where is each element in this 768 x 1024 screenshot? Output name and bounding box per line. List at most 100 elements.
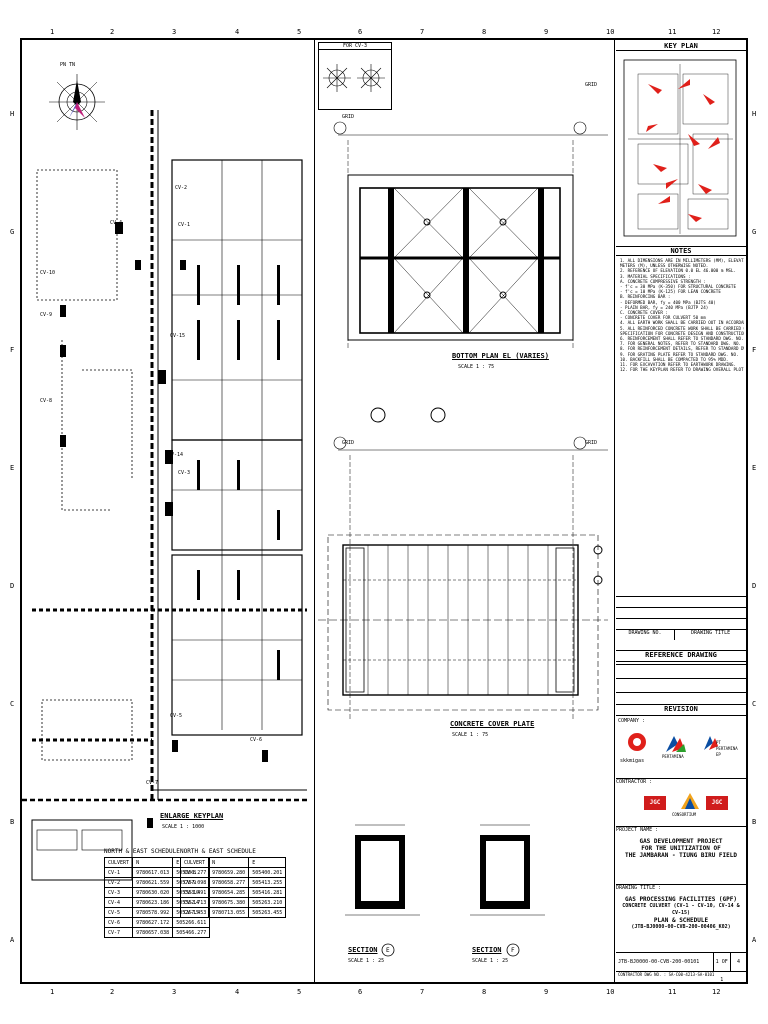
revision-table [616, 664, 746, 704]
grid-row-D: D [752, 582, 757, 590]
grid-label-1: GRID [342, 114, 355, 120]
grid-row-F: F [752, 346, 757, 354]
schedule-cell: 9780623.186 [132, 897, 174, 908]
grid-row-F: F [10, 346, 15, 354]
sheet-number: 1 OF 1 [714, 953, 731, 983]
note-item: - PLAIN BAR, fy = 240 MPa (BJTP 24) [620, 304, 709, 310]
inset-compass-icon [323, 64, 385, 92]
note-item: 8. FOR REINFORCEMENT DETAILS, REFER TO S… [620, 346, 744, 352]
inset-title: FOR CV-3 [319, 43, 391, 50]
culvert-label-cv-8: CV-8 [40, 398, 53, 404]
schedule-cell: CV-10 [179, 887, 210, 898]
pertamina-logo-icon [666, 736, 686, 752]
right-panel-divider [614, 40, 615, 982]
grid-column-9: 9 [544, 988, 549, 996]
culvert-label-cv-3: CV-3 [178, 470, 191, 476]
grid-column-11: 11 [668, 28, 677, 36]
section-f-scale: SCALE 1 : 25 [472, 958, 509, 964]
grid-row-E: E [752, 464, 757, 472]
note-item: 11. FOR EXCAVATION REFER TO EARTHWORK DR… [620, 362, 736, 368]
culvert-label-cv-2: CV-2 [175, 185, 188, 191]
grid-label-2: GRID [585, 82, 598, 88]
grid-column-12: 12 [712, 28, 721, 36]
schedule-cell: CV-9 [179, 877, 210, 888]
pertamina-ep-logo-icon [704, 736, 718, 750]
reference-title: REFERENCE DRAWING [616, 650, 746, 662]
company-label: COMPANY : [618, 718, 646, 724]
grid-row-A: A [10, 936, 15, 944]
section-e-scale: SCALE 1 : 25 [348, 958, 385, 964]
keyplan-title: KEY PLAN [616, 42, 746, 51]
culvert-label-cv-10: CV-10 [40, 270, 56, 276]
note-item: 5. ALL REINFORCED CONCRETE WORK SHALL BE… [620, 325, 744, 331]
schedule-cell: 505263.455 [248, 907, 287, 918]
schedule-cell: 505266.611 [172, 917, 211, 928]
schedule-cell: CV-8 [179, 867, 210, 878]
note-item: 10. BACKFILL SHALL BE COMPACTED TO 95% M… [620, 356, 729, 362]
contractor-label: CONTRACTOR : [616, 778, 746, 788]
schedule-cell: 505413.255 [248, 877, 287, 888]
culvert-label-cv-9: CV-9 [40, 312, 53, 318]
bottom-plan-scale: SCALE 1 : 75 [458, 364, 495, 370]
grid-label-4: GRID [585, 440, 598, 446]
skkmigas-logo-icon [628, 733, 646, 751]
contractor-logos: JGC CONSORTIUM JGC [620, 790, 744, 824]
grid-column-4: 4 [235, 988, 240, 996]
schedule-cell: CV-14 [179, 897, 210, 908]
project-label: PROJECT NAME : [616, 826, 746, 836]
schedule-cell: 9780627.172 [132, 917, 174, 928]
grid-column-7: 7 [420, 28, 425, 36]
bottom-plan-title: BOTTOM PLAN EL (VARIES) [452, 352, 549, 360]
schedule-cell: 9780654.285 [208, 887, 250, 898]
center-plan-drawing [318, 121, 608, 720]
schedule-header: CULVERT [179, 857, 210, 868]
schedule-cell: 505466.277 [172, 927, 211, 938]
grid-row-C: C [10, 700, 15, 708]
note-item: 2. REFERENCE OF ELEVATION 0.0 EL 46.000 … [620, 268, 736, 274]
culvert-label-cv-6: CV-6 [250, 737, 263, 743]
note-item: - CONCRETE COVER FOR CULVERT 50 mm [620, 315, 706, 321]
enlarge-keyplan-scale: SCALE 1 : 1000 [162, 824, 205, 830]
schedule-cell: 9780658.277 [208, 877, 250, 888]
north-arrow-icon [49, 74, 105, 130]
grid-row-G: G [10, 228, 15, 236]
grid-column-1: 1 [50, 28, 55, 36]
section-e-title: SECTION [348, 946, 378, 954]
schedule-cell: 9780675.380 [208, 897, 250, 908]
culvert-label-cv-4: CV-4 [110, 220, 123, 226]
schedule-cell: 505263.210 [248, 897, 287, 908]
schedule-right-title: NORTH & EAST SCHEDULE [180, 848, 256, 855]
schedule-cell: CV-4 [103, 897, 134, 908]
schedule-cell: 9780659.280 [208, 867, 250, 878]
schedule-cell: CV-5 [103, 907, 134, 918]
left-plan-drawing [22, 74, 307, 881]
drawing-frame [20, 38, 748, 984]
note-item: C. CONCRETE COVER : [620, 310, 668, 316]
culvert-label-cv-5: CV-5 [170, 713, 183, 719]
cover-plate [318, 449, 608, 720]
grid-column-3: 3 [172, 28, 177, 36]
reference-header-title: DRAWING TITLE [690, 630, 731, 636]
culvert-label-cv-14: CV-14 [168, 452, 184, 458]
schedule-header: N [208, 857, 250, 868]
grid-column-2: 2 [110, 28, 115, 36]
north-label: PN TN [60, 62, 76, 68]
culvert-label-cv-1: CV-1 [178, 222, 191, 228]
culvert-label-cv-15: CV-15 [170, 333, 186, 339]
grid-column-11: 11 [668, 988, 677, 996]
grid-column-9: 9 [544, 28, 549, 36]
note-item: 3. MATERIAL SPECIFICATIONS : [620, 273, 691, 279]
center-panel-divider [314, 40, 315, 982]
note-item: - DEFORMED BAR, fy = 400 MPa (BJTS 40) [620, 299, 716, 305]
note-item: 1. ALL DIMENSIONS ARE IN MILLIMETERS (MM… [620, 258, 744, 263]
project-line-2: FOR THE UNITIZATION OF [641, 845, 721, 852]
grid-column-5: 5 [297, 28, 302, 36]
schedule-cell: CV-7 [103, 927, 134, 938]
schedule-cell: 505416.281 [248, 887, 287, 898]
grid-row-D: D [10, 582, 15, 590]
notes-title: NOTES [616, 246, 746, 256]
